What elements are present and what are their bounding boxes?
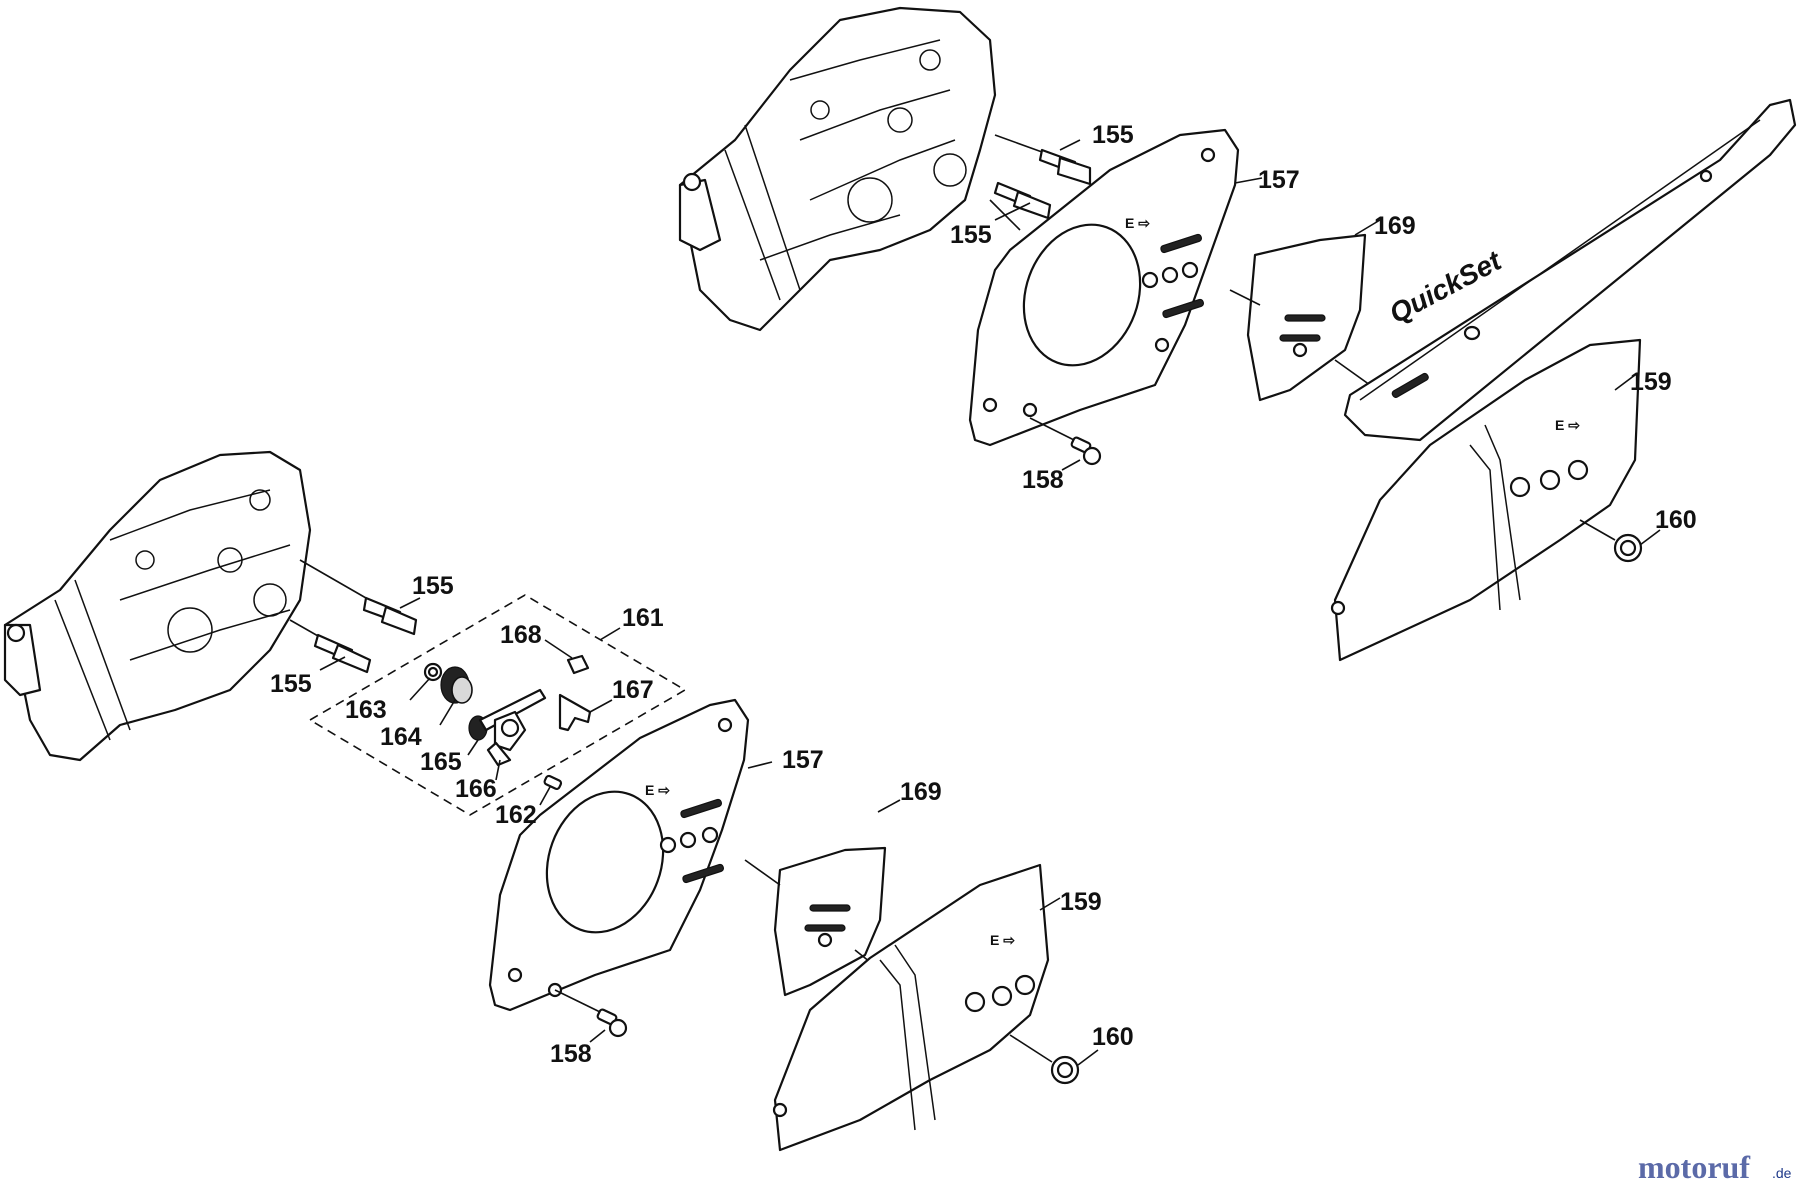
label-163: 163 xyxy=(345,696,387,724)
svg-text:E ⇨: E ⇨ xyxy=(1555,417,1580,433)
gear-164 xyxy=(440,666,473,704)
label-157b: 157 xyxy=(782,746,824,774)
chain-guide-plate-169-lower xyxy=(773,846,887,997)
svg-text:E ⇨: E ⇨ xyxy=(1125,215,1150,231)
watermark-text: motoruf xyxy=(1638,1149,1750,1185)
label-161: 161 xyxy=(622,604,664,632)
label-155b: 155 xyxy=(950,221,992,249)
label-169a: 169 xyxy=(1374,212,1416,240)
nut-160-upper xyxy=(1613,533,1643,563)
label-167: 167 xyxy=(612,676,654,704)
chain-guide-plate-169-upper xyxy=(1246,233,1367,402)
label-158b: 158 xyxy=(550,1040,592,1068)
circlip-163 xyxy=(423,662,443,682)
stud-bolt-155-upper-b xyxy=(993,181,1052,220)
stud-bolt-155-upper-a xyxy=(1038,148,1092,186)
label-168: 168 xyxy=(500,621,542,649)
label-169b: 169 xyxy=(900,778,942,806)
lower-assembly: E ⇨ E ⇨ xyxy=(3,450,1134,1152)
upper-assembly: E ⇨ QuickSet E ⇨ xyxy=(678,6,1797,662)
sprocket-side-plate-157-upper: E ⇨ xyxy=(968,128,1240,447)
label-162: 162 xyxy=(495,801,537,829)
label-158a: 158 xyxy=(1022,466,1064,494)
label-155c: 155 xyxy=(412,572,454,600)
screw-158-upper xyxy=(1070,436,1102,466)
label-164: 164 xyxy=(380,723,422,751)
label-155d: 155 xyxy=(270,670,312,698)
watermark-logo: motoruf .de xyxy=(1638,1149,1792,1185)
label-155a: 155 xyxy=(1092,121,1134,149)
sprocket-side-plate-157-lower: E ⇨ xyxy=(488,698,750,1012)
screw-162 xyxy=(543,774,563,791)
chain-cover-159-upper: E ⇨ xyxy=(1330,338,1642,662)
chain-cover-159-lower: E ⇨ xyxy=(772,863,1050,1152)
engine-housing-lower xyxy=(3,450,312,762)
bracket-166 xyxy=(486,710,527,767)
adjuster-167 xyxy=(558,693,592,732)
slider-168 xyxy=(566,654,590,675)
kit-box-161 xyxy=(308,594,687,816)
label-160a: 160 xyxy=(1655,506,1697,534)
label-160b: 160 xyxy=(1092,1023,1134,1051)
svg-text:E ⇨: E ⇨ xyxy=(645,782,670,798)
label-157a: 157 xyxy=(1258,166,1300,194)
watermark-suffix: .de xyxy=(1772,1165,1792,1181)
label-159b: 159 xyxy=(1060,888,1102,916)
stud-bolt-155-lower-b xyxy=(313,633,372,674)
nut-160-lower xyxy=(1050,1055,1080,1085)
label-165: 165 xyxy=(420,748,462,776)
screw-158-lower xyxy=(596,1008,628,1038)
svg-text:E ⇨: E ⇨ xyxy=(990,932,1015,948)
label-166: 166 xyxy=(455,775,497,803)
stud-bolt-155-lower-a xyxy=(362,596,418,636)
label-159a: 159 xyxy=(1630,368,1672,396)
engine-housing-upper xyxy=(678,6,997,332)
